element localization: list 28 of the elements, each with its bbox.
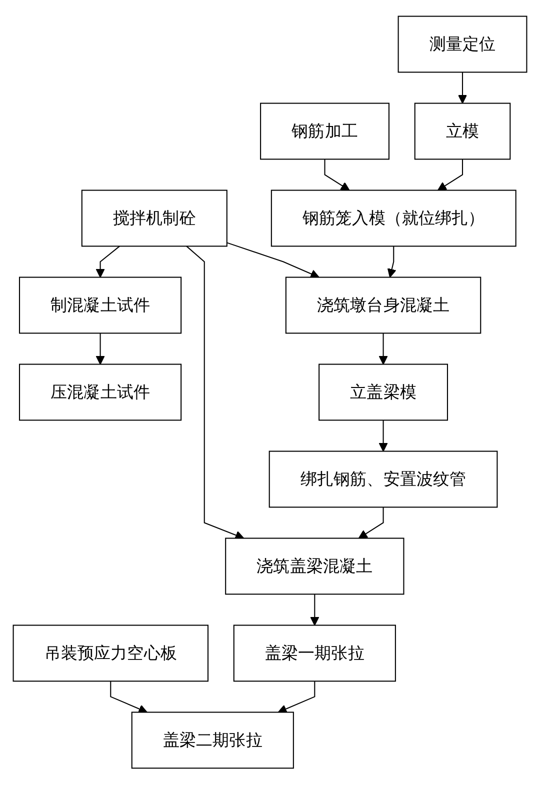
arrow	[438, 159, 464, 191]
node-box: 钢筋笼入模（就位绑扎）	[270, 190, 516, 247]
arrow	[324, 159, 350, 191]
arrow	[96, 333, 105, 365]
node-box: 立盖梁模	[318, 364, 448, 421]
arrow	[458, 72, 468, 104]
node-box: 压混凝土试件	[18, 364, 182, 421]
node-box: 盖梁一期张拉	[233, 625, 396, 682]
node-box: 浇筑墩台身混凝土	[285, 277, 482, 334]
arrow	[110, 681, 148, 714]
node-box: 制混凝土试件	[18, 277, 182, 334]
node-box: 立模	[414, 103, 511, 160]
node-box: 盖梁二期张拉	[131, 712, 294, 769]
node-box: 钢筋加工	[260, 103, 390, 160]
arrow	[226, 242, 320, 278]
node-box: 搅拌机制砼	[81, 190, 228, 247]
node-box: 吊装预应力空心板	[12, 625, 208, 682]
arrow	[358, 507, 384, 539]
arrow	[310, 594, 320, 626]
node-box: 绑扎钢筋、安置波纹管	[268, 451, 498, 508]
arrow	[278, 681, 316, 714]
node-box: 测量定位	[398, 16, 528, 73]
arrow	[96, 246, 120, 278]
arrow	[186, 246, 244, 540]
node-box: 浇筑盖梁混凝土	[225, 538, 404, 595]
arrow	[378, 333, 388, 365]
arrow	[378, 420, 388, 452]
arrow	[387, 246, 396, 278]
